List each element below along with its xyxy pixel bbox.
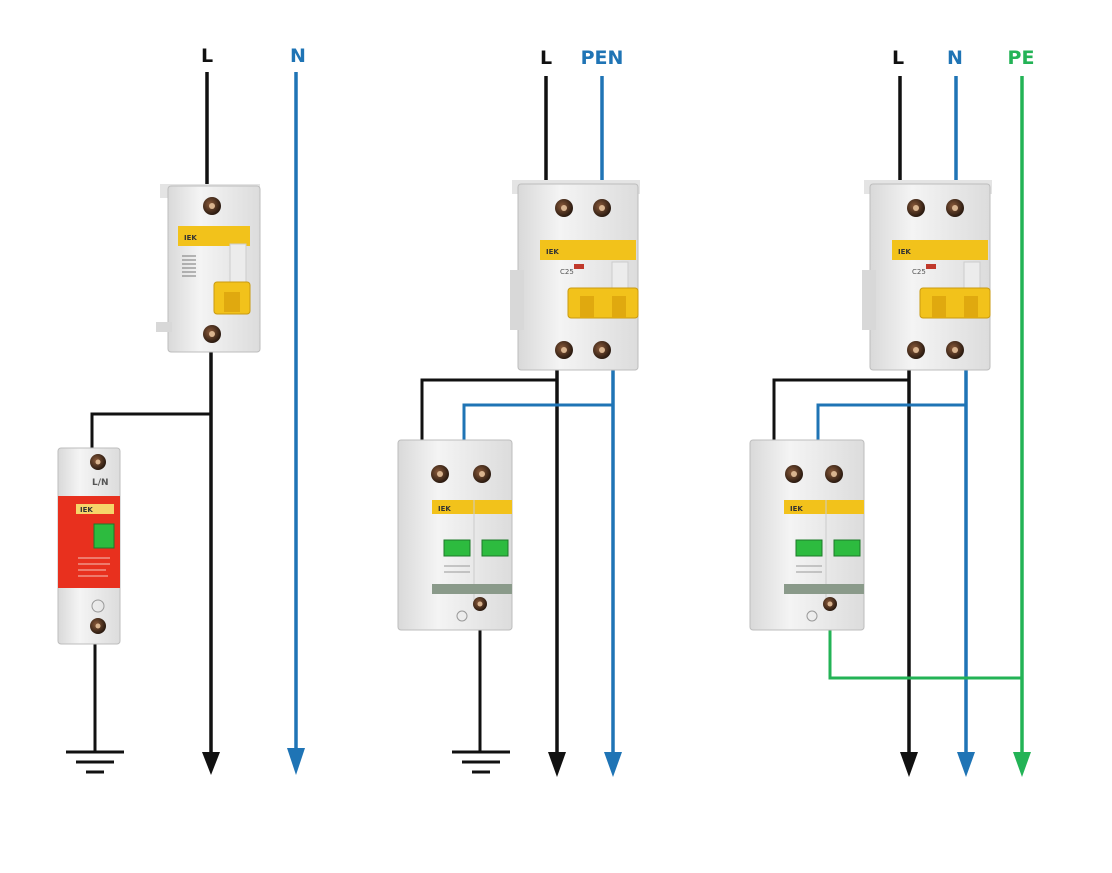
diagram-3-wires: [772, 76, 1031, 777]
neutral-arrow: [957, 752, 975, 777]
barcode: [182, 255, 196, 277]
circuit-breaker-2p: IEK C25: [862, 180, 992, 371]
breaker-rating: C25: [912, 268, 926, 276]
spd-brand: IEK: [790, 505, 803, 513]
spd-terminal-label: L/N: [92, 478, 109, 488]
circuit-breaker-1p: IEK: [156, 184, 261, 353]
phase-arrow: [900, 752, 918, 777]
surge-protector-2p: IEK: [397, 439, 513, 631]
circuit-breaker-2p: IEK C25: [510, 180, 640, 371]
spd-indicator-right: [481, 539, 509, 557]
spd-indicator-right: [833, 539, 861, 557]
spd-phase-feed: [772, 378, 909, 450]
diagram-2: L PEN IEK C25 IEK: [397, 47, 640, 777]
spd-pe-wire: [828, 612, 1022, 680]
label-phase: L: [892, 47, 904, 69]
pe-arrow: [1013, 752, 1031, 777]
neutral-arrow: [287, 748, 305, 775]
pen-arrow: [604, 752, 622, 777]
breaker-rating: C25: [560, 268, 574, 276]
surge-protector-1p: L/N IEK: [57, 447, 121, 645]
spd-indicator-left: [795, 539, 823, 557]
breaker-brand: IEK: [898, 248, 911, 256]
label-pe: PE: [1008, 47, 1035, 69]
diagram-3: L N PE IEK C25 IEK: [749, 47, 1035, 777]
label-neutral: N: [290, 45, 306, 67]
surge-protector-2p: IEK: [749, 439, 865, 631]
label-pen: PEN: [581, 47, 624, 69]
label-phase: L: [201, 45, 213, 67]
breaker-brand: IEK: [184, 234, 197, 242]
diagram-1-wires: [66, 72, 305, 775]
label-phase: L: [540, 47, 552, 69]
ground-symbol: [452, 750, 510, 774]
breaker-toggle: [567, 287, 639, 319]
diagram-2-wires: [420, 76, 622, 777]
spd-brand: IEK: [438, 505, 451, 513]
spd-indicator-left: [443, 539, 471, 557]
spd-pen-feed: [462, 403, 613, 446]
spd-phase-feed: [420, 378, 557, 450]
label-neutral: N: [947, 47, 963, 69]
phase-arrow: [548, 752, 566, 777]
spd-feed-wire: [90, 412, 211, 452]
spd-indicator: [93, 523, 115, 549]
diagram-1: L N IEK L/N: [57, 45, 306, 775]
phase-arrow: [202, 752, 220, 775]
spd-brand: IEK: [80, 506, 93, 514]
spd-neutral-feed: [816, 403, 966, 446]
breaker-brand: IEK: [546, 248, 559, 256]
breaker-toggle: [919, 287, 991, 319]
ground-symbol: [66, 750, 124, 774]
